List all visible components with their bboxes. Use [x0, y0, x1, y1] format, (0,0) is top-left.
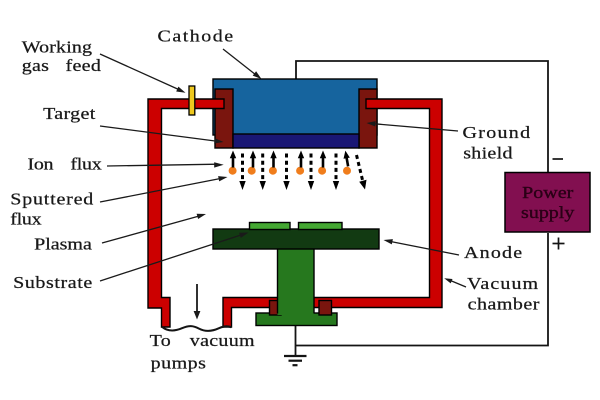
svg-text:Cathode: Cathode — [158, 27, 235, 46]
svg-text:Ion flux: Ion flux — [28, 155, 103, 174]
svg-text:Power: Power — [522, 183, 574, 202]
svg-text:Ground: Ground — [463, 123, 532, 142]
svg-text:Target: Target — [43, 104, 96, 123]
svg-text:pumps: pumps — [151, 354, 207, 373]
svg-text:Working: Working — [22, 38, 92, 57]
svg-text:shield: shield — [463, 144, 513, 163]
svg-text:Sputtered: Sputtered — [10, 190, 94, 209]
svg-text:To vacuum: To vacuum — [150, 331, 256, 350]
svg-text:supply: supply — [521, 203, 575, 222]
svg-text:Plasma: Plasma — [34, 235, 92, 254]
svg-text:flux: flux — [10, 210, 42, 229]
svg-text:chamber: chamber — [468, 295, 541, 314]
svg-text:Anode: Anode — [464, 243, 523, 262]
svg-text:Vacuum: Vacuum — [467, 274, 539, 293]
svg-text:gas feed: gas feed — [22, 56, 102, 75]
svg-text:Substrate: Substrate — [13, 274, 93, 293]
